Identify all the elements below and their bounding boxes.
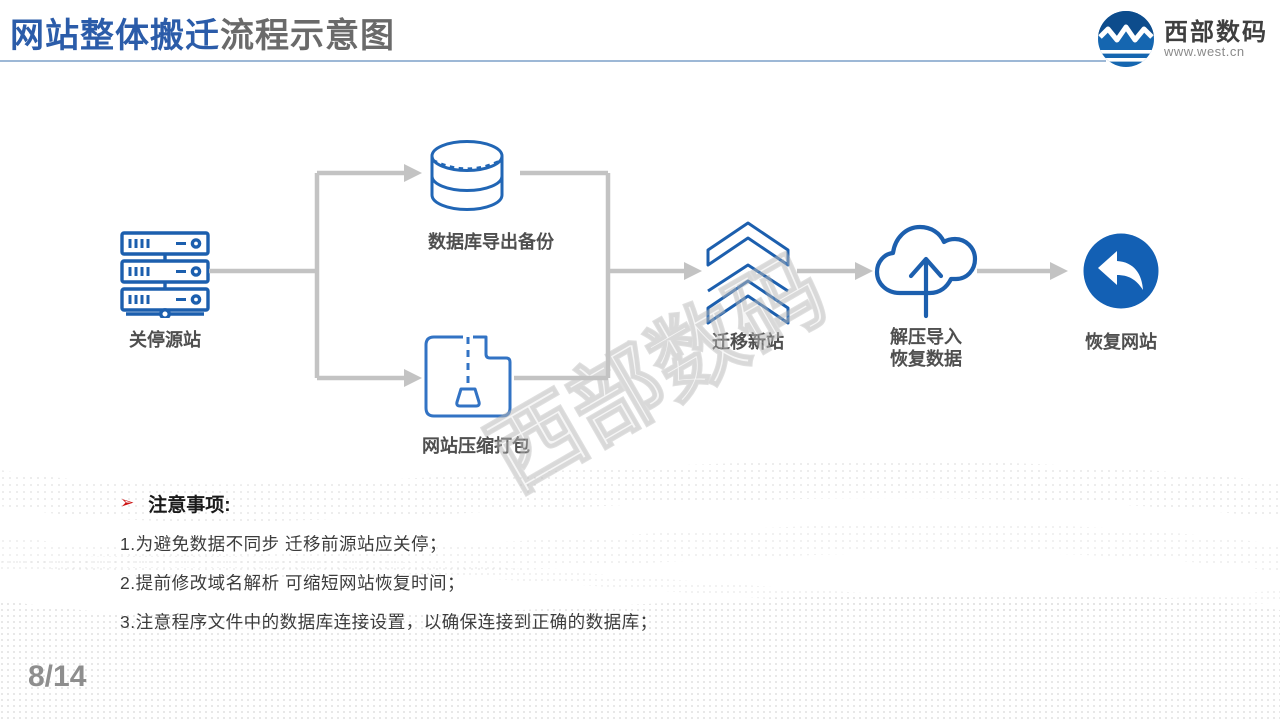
- flow-node-label: 恢复网站: [1085, 332, 1157, 352]
- flow-node-unzip-import: 解压导入 恢复数据: [874, 222, 978, 372]
- halftone-wave-background: [0, 460, 1280, 720]
- note-item: 3.注意程序文件中的数据库连接设置，以确保连接到正确的数据库；: [120, 612, 658, 632]
- flow-node-label: 迁移新站: [712, 332, 784, 352]
- cloud-upload-icon: [874, 224, 978, 319]
- title-divider: [0, 60, 1106, 62]
- flow-node-migrate: 迁移新站: [705, 220, 791, 352]
- flow-node-label: 解压导入: [890, 327, 962, 347]
- brand-name: 西部数码: [1164, 18, 1268, 46]
- server-icon: [120, 231, 210, 318]
- flow-node-label: 网站压缩打包: [422, 436, 530, 456]
- west-logo-icon: [1098, 11, 1154, 67]
- flow-node-restore: 恢复网站: [1082, 232, 1160, 352]
- database-icon: [430, 140, 504, 211]
- restore-arrow-icon: [1083, 233, 1159, 309]
- note-item: 2.提前修改域名解析 可缩短网站恢复时间；: [120, 573, 465, 593]
- brand-logo: 西部数码 www.west.cn: [1097, 10, 1268, 68]
- zip-file-icon: [424, 335, 512, 418]
- flow-node-site-zip: 网站压缩打包: [422, 334, 530, 456]
- brand-url: www.west.cn: [1164, 43, 1245, 59]
- flow-node-shutdown-source: 关停源站: [118, 230, 212, 350]
- chevrons-up-icon: [706, 221, 790, 325]
- page-title: 网站整体搬迁流程示意图: [10, 8, 395, 57]
- page-number: 8/14: [28, 660, 87, 693]
- flow-node-label2: 恢复数据: [890, 349, 962, 369]
- notes-section: ➢ 注意事项: 1.为避免数据不同步 迁移前源站应关停； 2.提前修改域名解析 …: [120, 490, 658, 634]
- arrow-bullet-icon: ➢: [120, 492, 135, 512]
- notes-heading: ➢ 注意事项:: [120, 490, 658, 517]
- flow-node-label: 关停源站: [129, 330, 201, 350]
- page-title-highlight: 网站整体搬迁: [10, 17, 220, 55]
- page-title-rest: 流程示意图: [220, 17, 395, 55]
- note-item: 1.为避免数据不同步 迁移前源站应关停；: [120, 534, 447, 554]
- notes-heading-text: 注意事项:: [148, 495, 231, 516]
